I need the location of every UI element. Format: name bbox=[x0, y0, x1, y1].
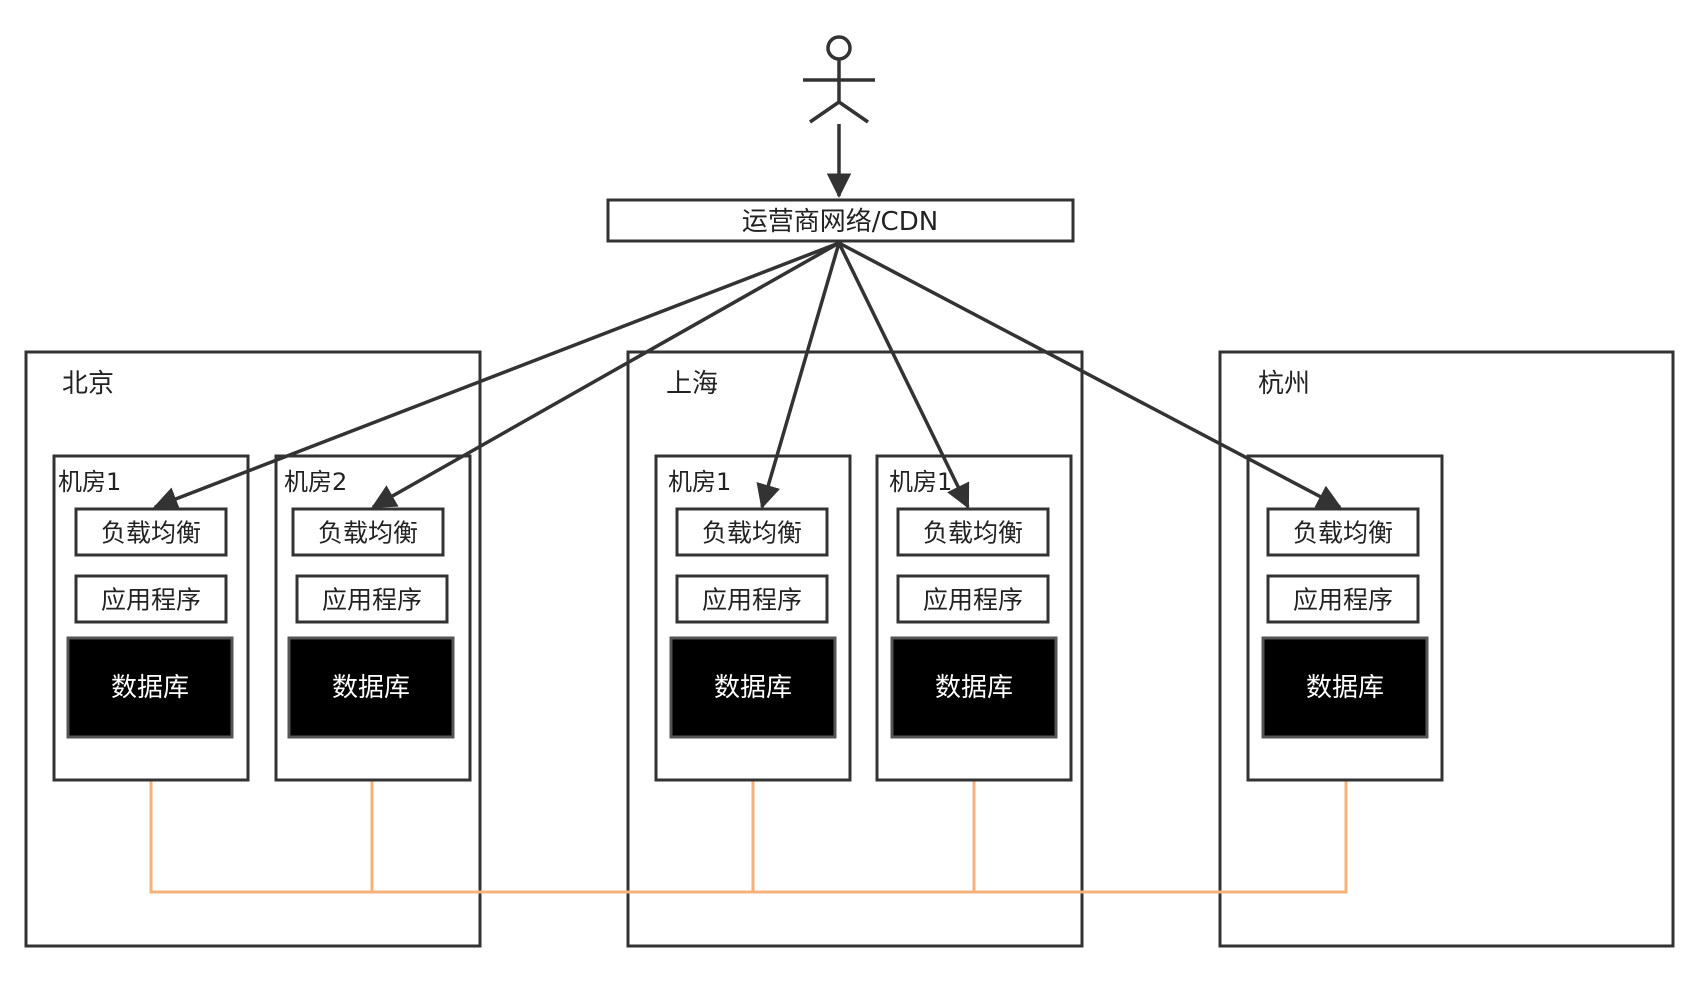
region-beijing-label: 北京 bbox=[62, 369, 114, 399]
database-node bbox=[669, 636, 837, 739]
room-label: 机房1 bbox=[668, 468, 731, 496]
application-label: 应用程序 bbox=[101, 586, 201, 615]
room-hangzhou-1: 负载均衡 应用程序 数据库 bbox=[1246, 454, 1444, 782]
room-shanghai-2: 机房1 负载均衡 应用程序 数据库 bbox=[875, 454, 1073, 782]
database-node bbox=[66, 636, 234, 739]
database-node bbox=[287, 636, 455, 739]
room-label: 机房1 bbox=[889, 468, 952, 496]
cdn-node: 运营商网络/CDN bbox=[606, 198, 1075, 243]
database-node bbox=[1261, 636, 1429, 739]
load-balancer-label: 负载均衡 bbox=[318, 519, 418, 548]
room-label: 机房1 bbox=[58, 468, 121, 496]
cdn-label: 运营商网络/CDN bbox=[742, 207, 938, 237]
database-label: 数据库 bbox=[332, 673, 410, 703]
room-shanghai-1: 机房1 负载均衡 应用程序 数据库 bbox=[654, 454, 852, 782]
room-label: 机房2 bbox=[284, 468, 347, 496]
cdn-arrow-beijing-2 bbox=[371, 241, 840, 509]
database-sync-bus bbox=[149, 740, 1348, 894]
region-shanghai-label: 上海 bbox=[666, 369, 718, 399]
load-balancer-label: 负载均衡 bbox=[923, 519, 1023, 548]
room-beijing-2: 机房2 负载均衡 应用程序 数据库 bbox=[274, 454, 472, 782]
region-hangzhou-label: 杭州 bbox=[1258, 369, 1310, 399]
database-label: 数据库 bbox=[1306, 673, 1384, 703]
cdn-arrow-beijing-1 bbox=[153, 241, 840, 511]
database-label: 数据库 bbox=[714, 673, 792, 703]
cdn-to-load-balancer-arrows bbox=[153, 241, 1342, 511]
application-label: 应用程序 bbox=[322, 586, 422, 615]
cdn-arrow-shanghai-2 bbox=[837, 242, 970, 509]
cdn-arrow-shanghai-1 bbox=[756, 242, 841, 509]
load-balancer-label: 负载均衡 bbox=[101, 519, 201, 548]
user-icon bbox=[803, 35, 875, 124]
cdn-arrow-hangzhou bbox=[838, 241, 1342, 509]
database-label: 数据库 bbox=[935, 673, 1013, 703]
application-label: 应用程序 bbox=[702, 586, 802, 615]
load-balancer-label: 负载均衡 bbox=[702, 519, 802, 548]
database-node bbox=[890, 636, 1058, 739]
database-label: 数据库 bbox=[111, 673, 189, 703]
load-balancer-label: 负载均衡 bbox=[1293, 519, 1393, 548]
application-label: 应用程序 bbox=[923, 586, 1023, 615]
application-label: 应用程序 bbox=[1293, 586, 1393, 615]
room-beijing-1: 机房1 负载均衡 应用程序 数据库 bbox=[52, 454, 250, 782]
